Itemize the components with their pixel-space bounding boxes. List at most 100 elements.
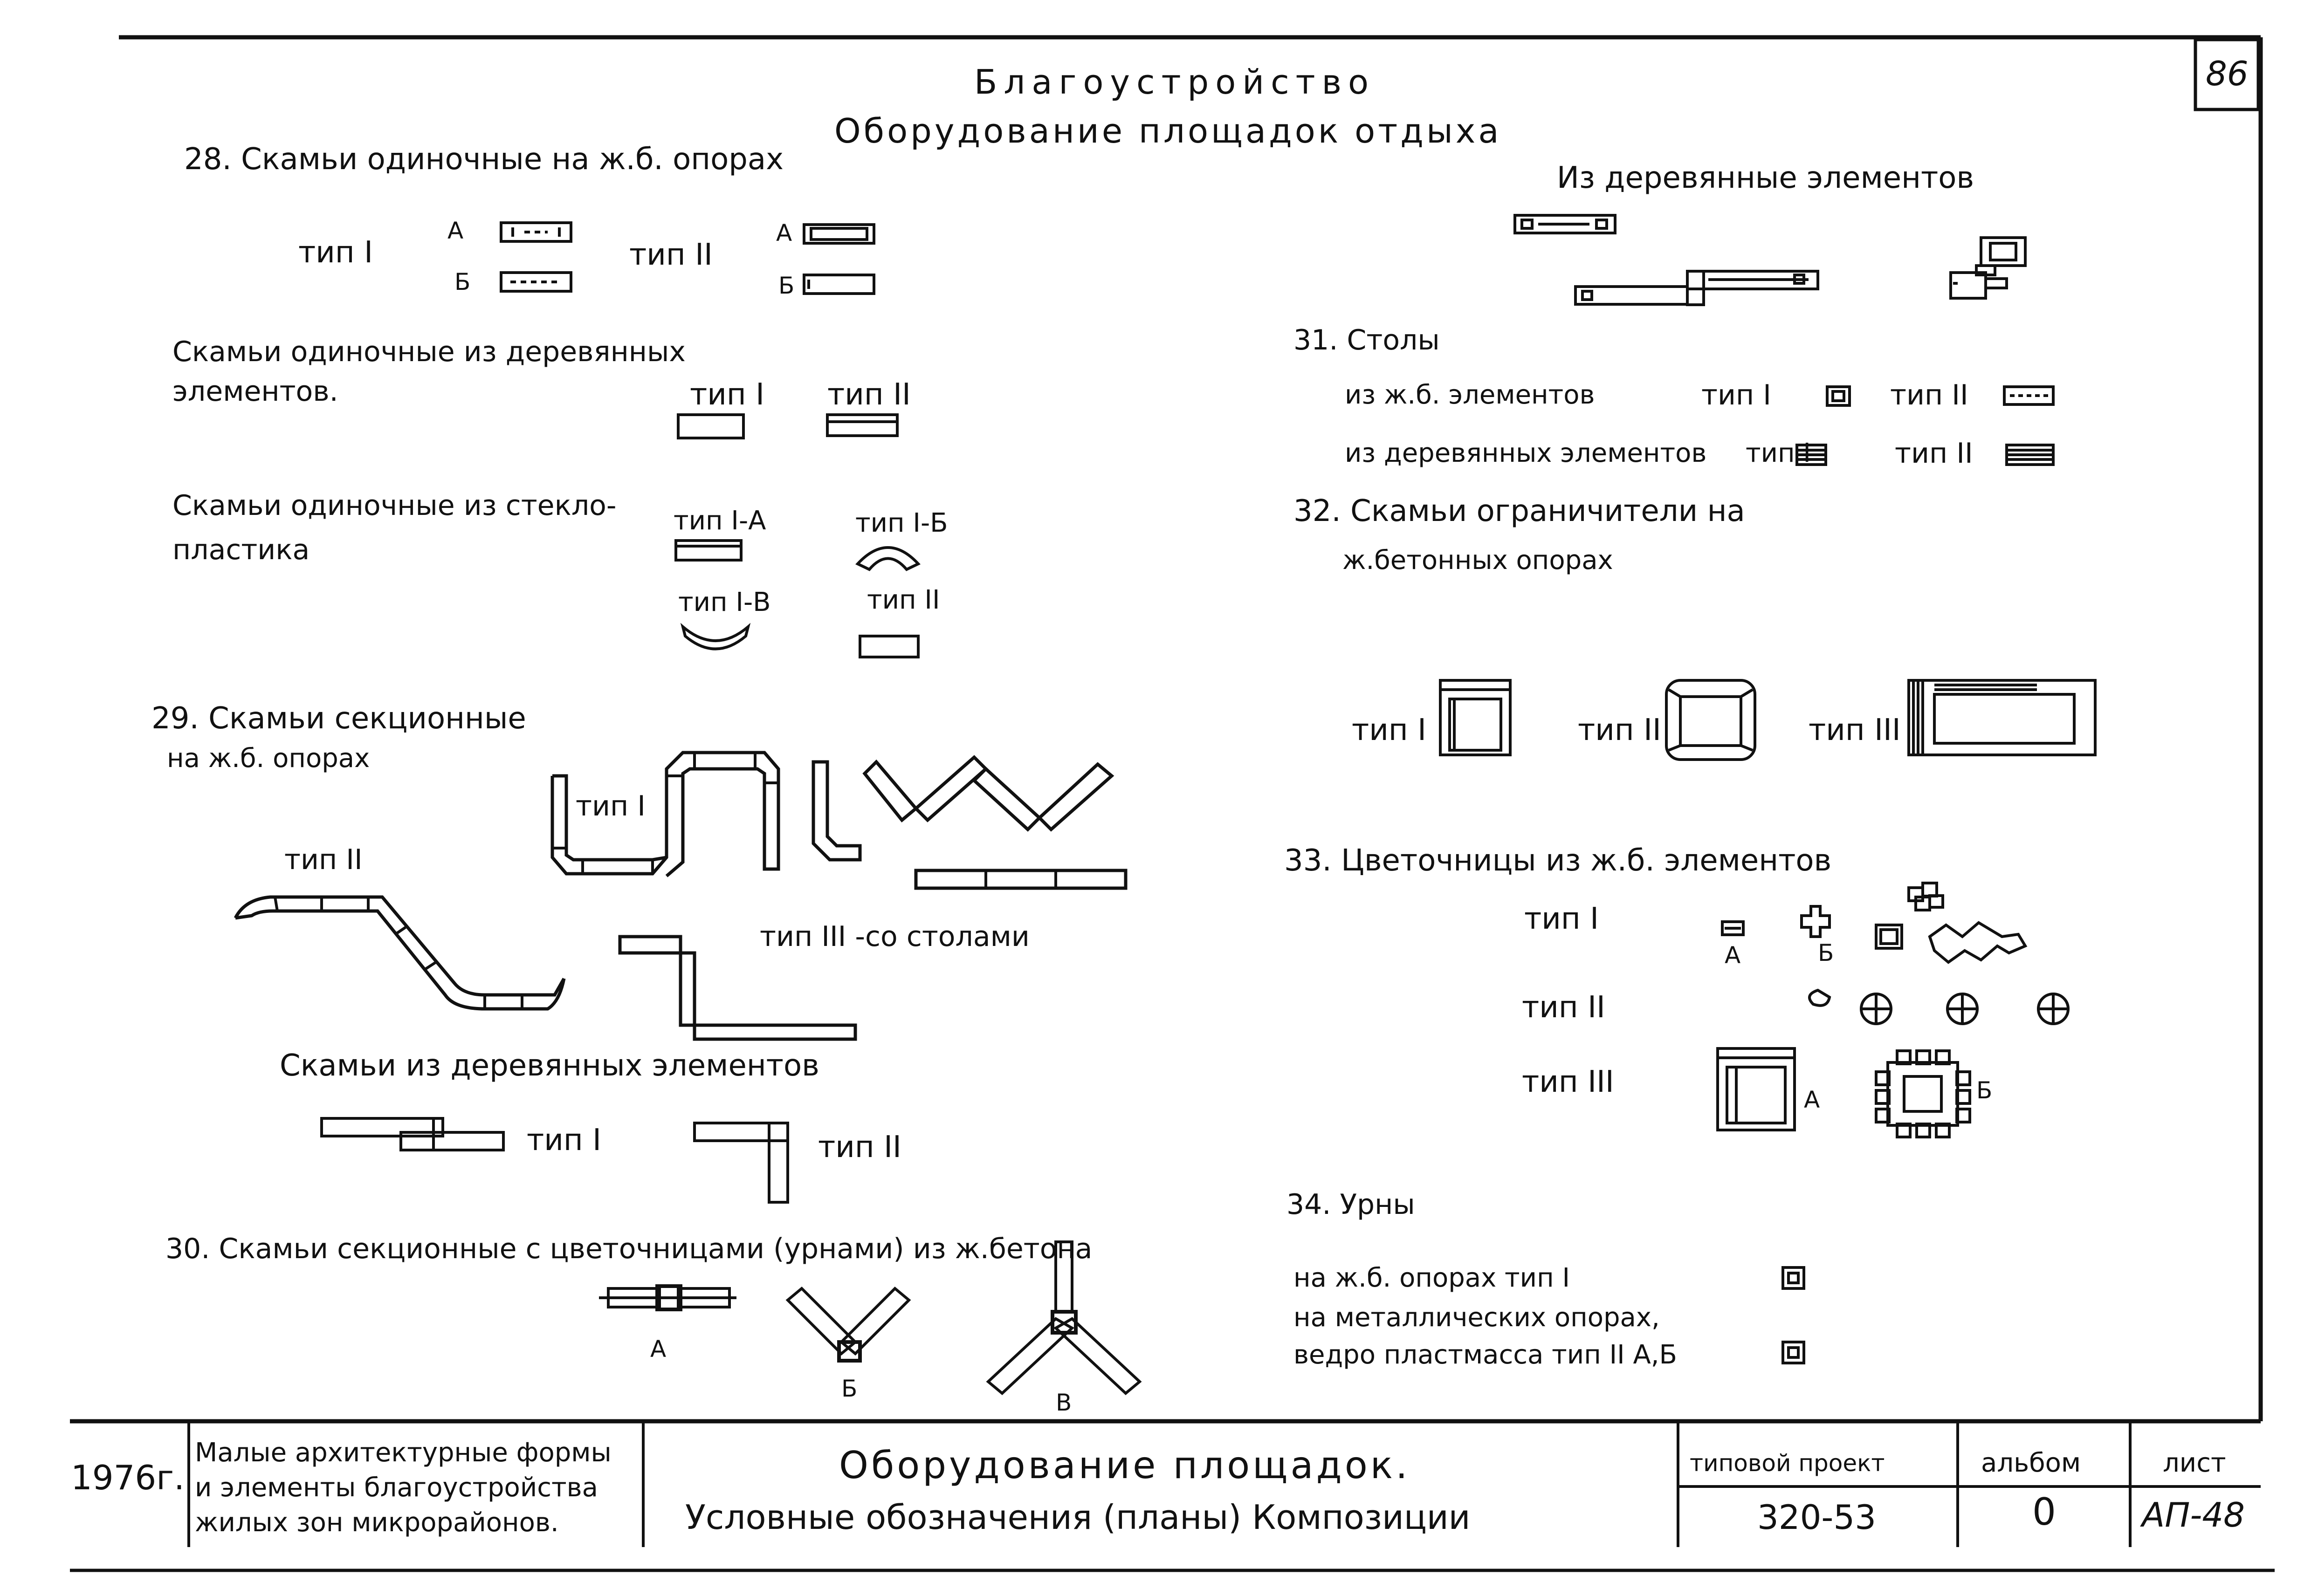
- label-32-type1: тип I: [1352, 713, 1426, 747]
- bench-glass-type2-symbol: [860, 636, 918, 657]
- page-subtitle: Оборудование площадок отдыха: [834, 111, 1502, 151]
- bench-28-type2-b-symbol: [804, 275, 874, 294]
- label-wood-type1: тип I: [690, 377, 764, 412]
- label-31-concrete-type1: тип I: [1701, 379, 1771, 411]
- label-wood-type2: тип II: [827, 377, 911, 412]
- table-31-wood-type1-symbol: [1797, 445, 1826, 465]
- wood-bench-heading-line1: Скамьи одиночные из деревянных: [172, 336, 686, 368]
- urn-34-type1-symbol: [1783, 1267, 1804, 1288]
- label-30-a: А: [650, 1336, 667, 1363]
- label-33-type3-b: Б: [1976, 1077, 1993, 1104]
- sheet-frame: [70, 37, 2275, 1570]
- title-block-series-line1: Малые архитектурные формы: [195, 1438, 612, 1468]
- label-wood-sec-type1: тип I: [527, 1123, 601, 1158]
- label-29-type1: тип I: [576, 790, 646, 822]
- section-31-heading: 31. Столы: [1293, 324, 1440, 356]
- limiter-32-type1-symbol: [1440, 680, 1510, 755]
- flowerpot-33-type1-b-symbol: [1802, 906, 1830, 937]
- section-29-heading-line2: на ж.б. опорах: [167, 743, 370, 774]
- bench-30-v-symbol: [988, 1242, 1140, 1393]
- section-29-heading-line1: 29. Скамьи секционные: [151, 701, 526, 736]
- table-31-concrete-type1-symbol: [1827, 387, 1850, 405]
- limiter-32-type2-symbol: [1666, 680, 1755, 760]
- label-32-type3: тип III: [1809, 713, 1901, 747]
- bench-30-b-symbol: [788, 1288, 909, 1361]
- flowerpot-33-type2-symbols: [1809, 990, 2068, 1024]
- label-31-wood-type1: тип I: [1746, 438, 1811, 468]
- glass-bench-heading-line2: пластика: [172, 534, 310, 566]
- section-34-heading: 34. Урны: [1286, 1188, 1415, 1221]
- label-32-type2: тип II: [1578, 713, 1661, 747]
- limiter-32-type3-symbol: [1909, 680, 2095, 755]
- label-wood-sec-type2: тип II: [818, 1130, 901, 1164]
- flowerpot-33-type3-b-symbol: [1876, 1051, 1970, 1137]
- label-31-concrete-type2: тип II: [1890, 379, 1968, 411]
- label-30-v: В: [1056, 1389, 1072, 1416]
- section-30-heading: 30. Скамьи секционные с цветочницами (ур…: [165, 1233, 1093, 1265]
- page-title: Благоустройство: [974, 62, 1376, 102]
- label-28-type2: тип II: [629, 238, 713, 272]
- wood-element-top2-symbol: [1575, 271, 1818, 305]
- bench-28-type2-a-symbol: [804, 225, 874, 243]
- label-28-type1-b: Б: [454, 268, 471, 295]
- title-block-project-label: типовой проект: [1690, 1450, 1885, 1477]
- label-33-type3: тип III: [1522, 1065, 1614, 1099]
- label-28-type1-a: А: [447, 217, 464, 244]
- wood-element-top1-symbol: [1515, 215, 1615, 233]
- bench-glass-type1a-symbol: [676, 541, 741, 560]
- label-33-type1-b: Б: [1818, 939, 1834, 966]
- table-31-concrete-type2-symbol: [2004, 387, 2053, 404]
- section-32-heading-line2: ж.бетонных опорах: [1342, 545, 1613, 575]
- title-block-grid: [189, 1421, 2261, 1547]
- bench-glass-type1v-symbol: [683, 627, 748, 649]
- bench-glass-type1b-symbol: [858, 548, 918, 569]
- title-block-sheet-title-line1: Оборудование площадок.: [839, 1444, 1410, 1487]
- label-29-type3: тип III -со столами: [760, 920, 1030, 953]
- table-31-wood-type2-symbol: [2007, 445, 2053, 465]
- sheet-number-box: [2195, 40, 2258, 110]
- bench-29-type2-symbol: [235, 897, 564, 1009]
- urn-line-1: на ж.б. опорах тип I: [1293, 1263, 1570, 1293]
- bench-wood-sec-type1-symbol: [322, 1118, 503, 1150]
- title-block-sheet-label: лист: [2163, 1448, 2226, 1478]
- title-block-series-line3: жилых зон микрорайонов.: [195, 1507, 559, 1538]
- title-block-sheet-title-line2: Условные обозначения (планы) Композиции: [685, 1498, 1471, 1537]
- label-33-type3-a: А: [1804, 1086, 1820, 1113]
- section-33-heading: 33. Цветочницы из ж.б. элементов: [1284, 843, 1832, 878]
- title-block-series-line2: и элементы благоустройства: [195, 1473, 598, 1503]
- label-28-type2-b: Б: [778, 272, 795, 299]
- label-28-type1: тип I: [298, 235, 373, 270]
- label-30-b: Б: [841, 1375, 858, 1402]
- label-31-concrete: из ж.б. элементов: [1345, 380, 1595, 410]
- label-28-type2-a: А: [776, 219, 792, 247]
- bench-wood-type2-symbol: [827, 415, 897, 436]
- wood-sectional-heading: Скамьи из деревянных элементов: [280, 1048, 819, 1083]
- flowerpot-33-type1-a-symbol: [1722, 922, 1743, 935]
- bench-29-type3-symbol: [620, 757, 1126, 1039]
- urn-34-type2-symbol: [1783, 1342, 1804, 1363]
- wood-element-top3-symbol: [1951, 238, 2025, 298]
- flowerpot-33-type1-cluster-symbol: [1876, 883, 2025, 962]
- section-28-heading: 28. Скамьи одиночные на ж.б. опорах: [184, 142, 784, 177]
- label-glass-type1v: тип I-В: [678, 587, 771, 617]
- sheet-number: 86: [2206, 54, 2249, 93]
- label-33-type2: тип II: [1522, 990, 1605, 1025]
- title-block-album-value: 0: [2032, 1490, 2056, 1534]
- title-block-sheet-value: АП-48: [2142, 1495, 2245, 1534]
- section-32-heading-line1: 32. Скамьи ограничители на: [1293, 494, 1745, 528]
- urn-line-3: ведро пластмасса тип II А,Б: [1293, 1340, 1677, 1370]
- label-glass-type2: тип II: [867, 585, 940, 615]
- label-33-type1: тип I: [1524, 902, 1599, 936]
- bench-wood-type1-symbol: [678, 415, 743, 438]
- wood-elements-heading: Из деревянные элементов: [1557, 161, 1974, 195]
- label-glass-type1a: тип I-А: [674, 506, 766, 536]
- bench-29-type1-symbol: [552, 753, 778, 876]
- title-block-project-value: 320-53: [1757, 1498, 1877, 1537]
- label-31-wood-type2: тип II: [1895, 437, 1973, 470]
- title-block-album-label: альбом: [1981, 1448, 2081, 1478]
- glass-bench-heading-line1: Скамьи одиночные из стекло-: [172, 489, 617, 522]
- label-29-type2: тип II: [284, 843, 363, 876]
- bench-30-a-symbol: [599, 1286, 736, 1309]
- label-31-wood: из деревянных элементов: [1345, 438, 1707, 468]
